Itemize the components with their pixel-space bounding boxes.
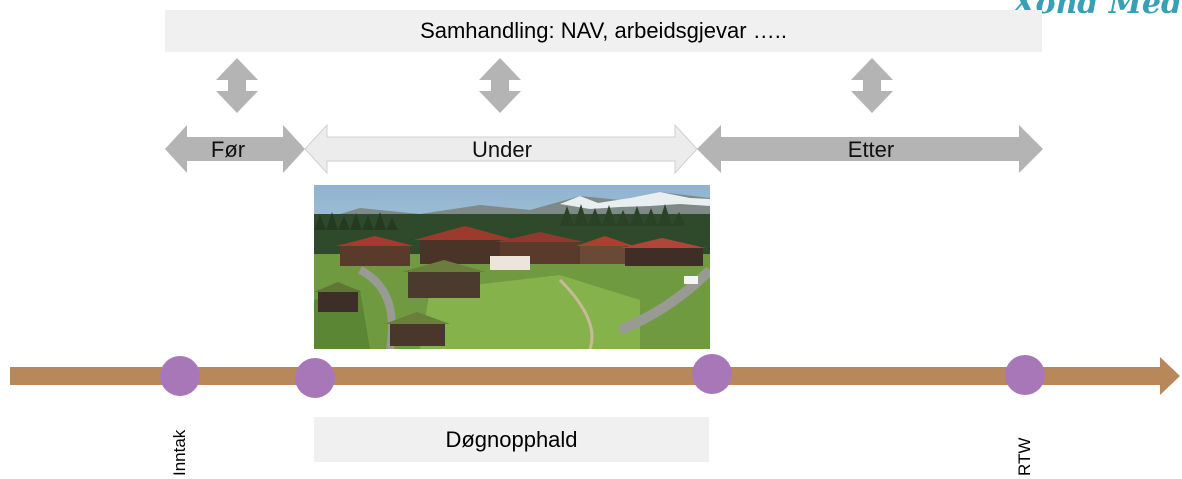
vertical-double-arrow-after bbox=[851, 58, 893, 113]
milestone-rtw bbox=[1005, 355, 1045, 395]
phase-label-after: Etter bbox=[848, 137, 894, 162]
timeline-label-intake: Inntak bbox=[170, 429, 189, 476]
stay-label: Døgnopphald bbox=[445, 426, 578, 452]
phase-label-during: Under bbox=[472, 137, 532, 162]
brand-logo-text: Xond Med bbox=[1012, 0, 1182, 21]
phase-arrow-after bbox=[697, 125, 1043, 173]
vertical-double-arrow-before bbox=[216, 58, 258, 113]
collaboration-banner: Samhandling: NAV, arbeidsgjevar ….. bbox=[165, 10, 1042, 52]
phase-arrow-before bbox=[165, 125, 305, 173]
timeline-label-rtw: RTW bbox=[1015, 437, 1034, 476]
milestone-intake bbox=[160, 356, 200, 396]
facility-photo bbox=[314, 185, 710, 349]
phase-label-before: Før bbox=[211, 137, 245, 162]
milestone-stay-start bbox=[295, 358, 335, 398]
milestone-stay-end bbox=[692, 354, 732, 394]
vertical-double-arrow-during bbox=[479, 58, 521, 113]
timeline-arrow bbox=[10, 357, 1180, 395]
stay-box: Døgnopphald bbox=[314, 417, 709, 462]
collaboration-text: Samhandling: NAV, arbeidsgjevar ….. bbox=[420, 18, 787, 43]
